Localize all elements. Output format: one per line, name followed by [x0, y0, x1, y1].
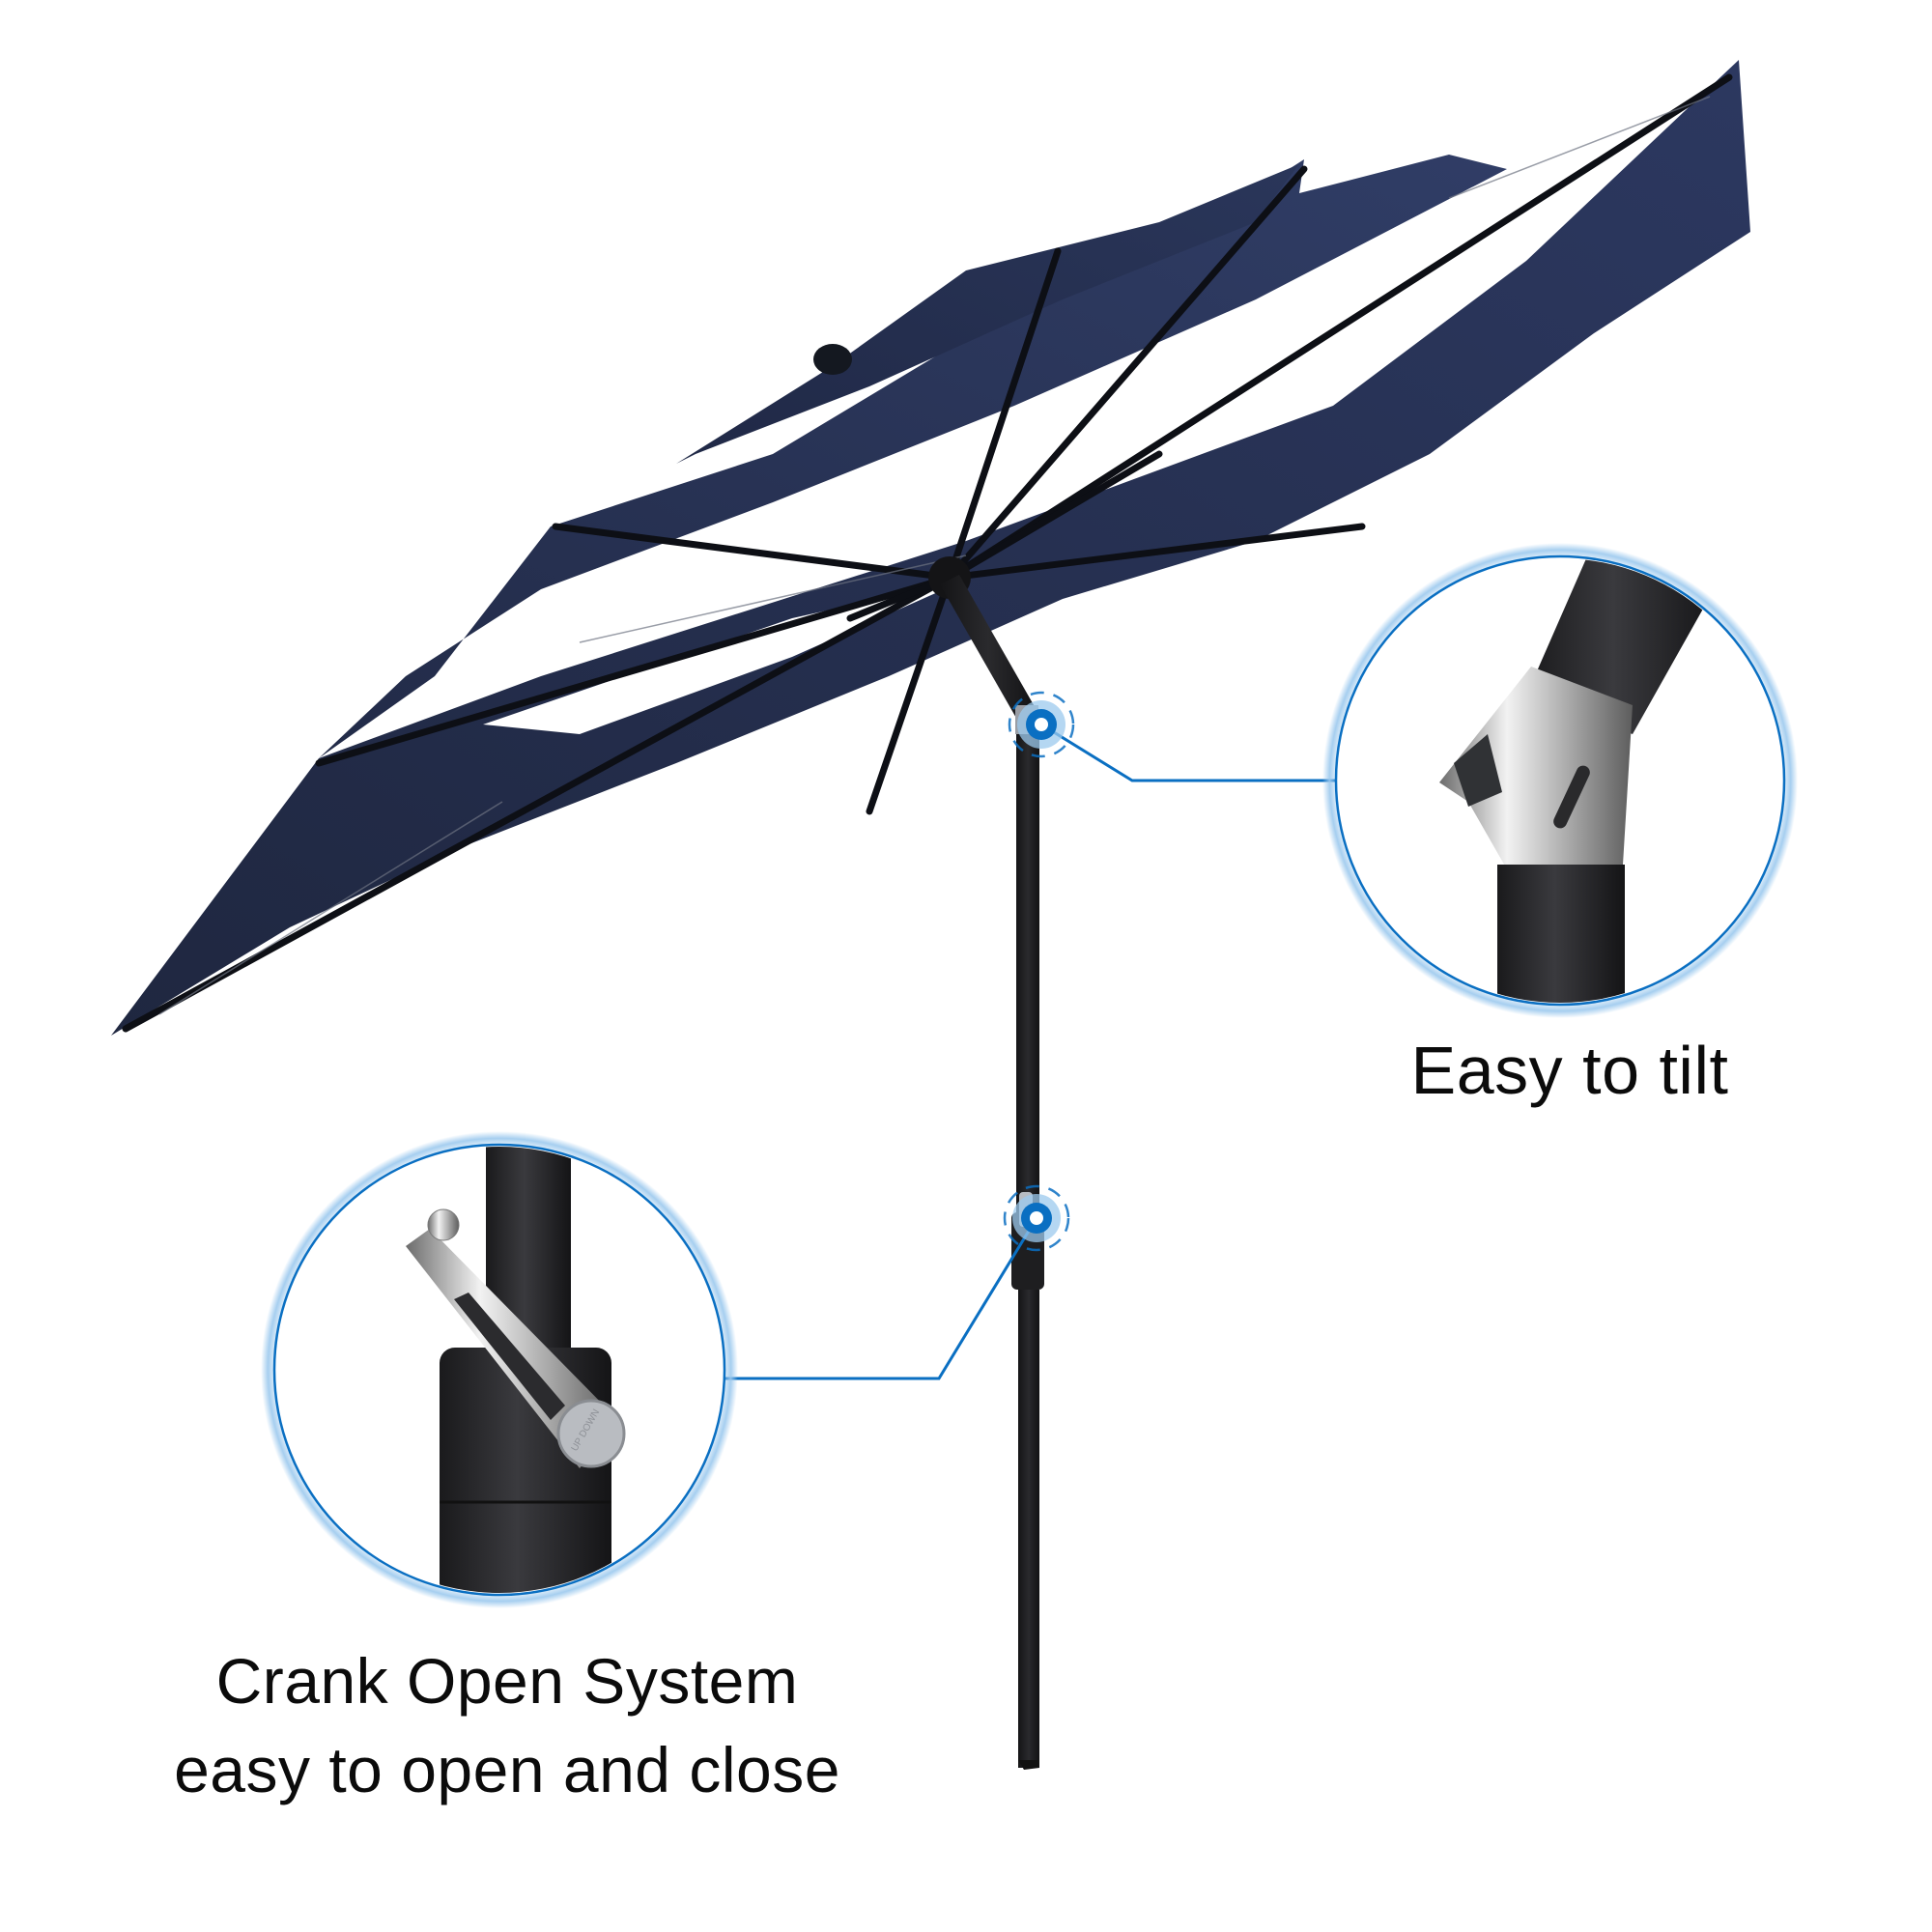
crank-caption: Crank Open System easy to open and close: [97, 1636, 918, 1814]
tilt-hotspot-marker[interactable]: [1008, 691, 1075, 758]
tilt-detail-circle[interactable]: [1336, 556, 1784, 1005]
tilt-caption: Easy to tilt: [1410, 1033, 1729, 1108]
crank-detail-circle[interactable]: [274, 1145, 724, 1595]
umbrella-canopy: [111, 60, 1750, 1036]
crank-hotspot-marker[interactable]: [1003, 1184, 1070, 1252]
crank-caption-line-1: Crank Open System: [215, 1645, 799, 1717]
crank-callout: UP DOWN: [261, 1131, 1070, 1608]
tilt-callout: [1008, 543, 1798, 1018]
crank-caption-line-2: easy to open and close: [174, 1734, 840, 1805]
